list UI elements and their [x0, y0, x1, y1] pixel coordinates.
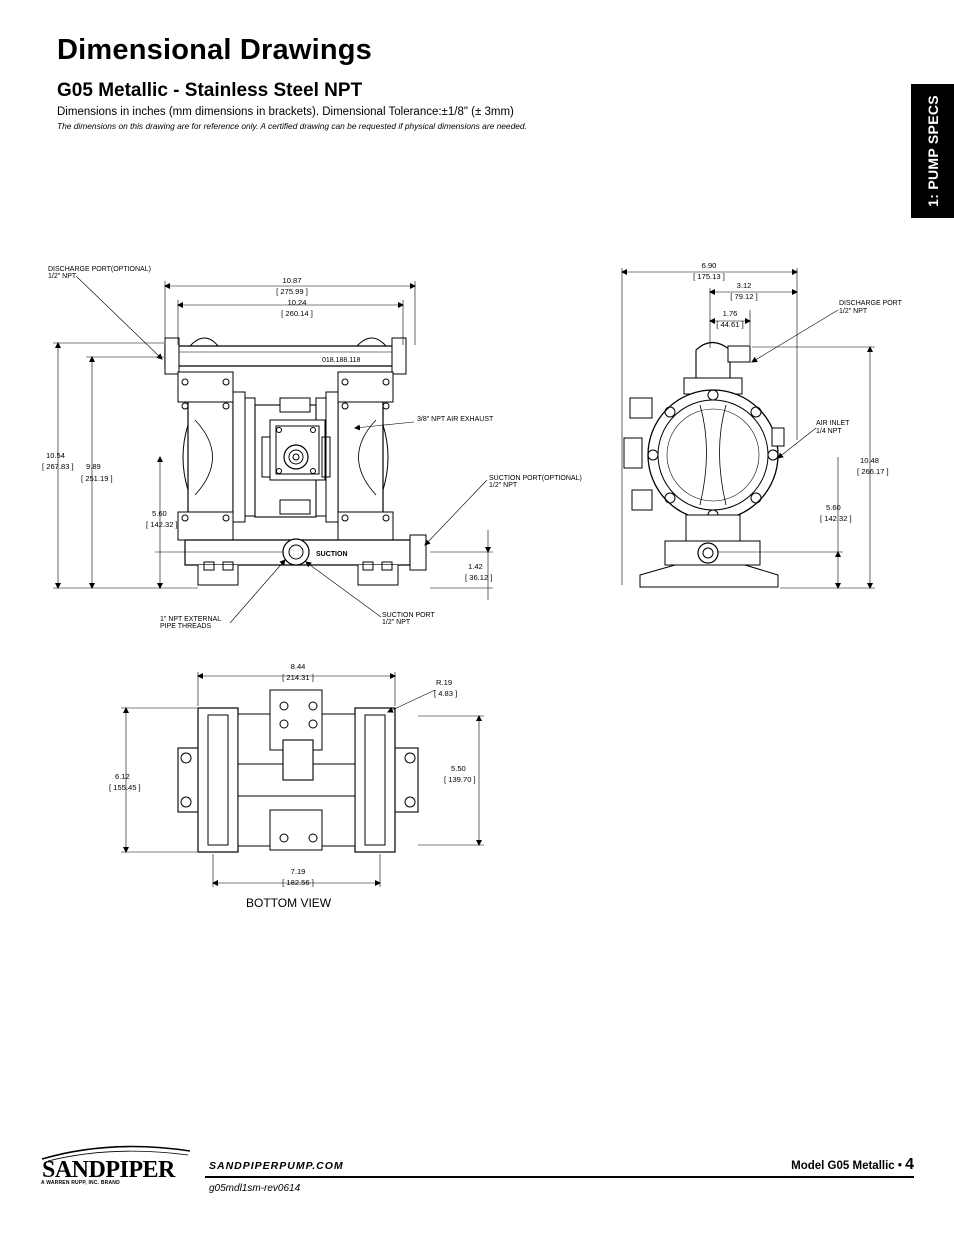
logo-tagline: A WARREN RUPP, INC. BRAND	[41, 1180, 120, 1186]
dim-side-height-mm: [ 266.17 ]	[857, 467, 889, 476]
page-title: Dimensional Drawings	[57, 34, 373, 66]
dim-port-width-in: 10.24	[287, 298, 306, 307]
external-threads-label-2: PIPE THREADS	[160, 623, 212, 630]
page-number: 4	[905, 1156, 914, 1173]
footer-divider	[205, 1176, 914, 1178]
side-view	[621, 268, 875, 589]
model-label: Model G05 Metallic •	[791, 1160, 902, 1172]
dim-half-depth-mm: [ 79.12 ]	[730, 292, 757, 301]
discharge-port-optional-label: DISCHARGE PORT(OPTIONAL)	[48, 266, 151, 273]
page-subtitle: G05 Metallic - Stainless Steel NPT	[57, 80, 363, 101]
dim-height-in: 10.54	[46, 451, 65, 460]
website-link[interactable]: SANDPIPERPUMP.COM	[209, 1160, 344, 1172]
dim-mount-depth-mm: [ 139.70 ]	[444, 775, 476, 784]
dim-port-width-mm: [ 260.14 ]	[281, 309, 313, 318]
bottom-view	[121, 672, 484, 887]
air-inlet-size: 1/4 NPT	[816, 428, 842, 435]
dim-port-offset-in: 1.76	[723, 309, 738, 318]
discharge-port-size: 1/2" NPT	[839, 308, 868, 315]
suction-port-optional-size: 1/2" NPT	[489, 482, 518, 489]
document-number: g05mdl1sm-rev0614	[209, 1183, 301, 1194]
dim-bottom-width-mm: [ 214.31 ]	[282, 673, 314, 682]
air-exhaust-label: 3/8" NPT AIR EXHAUST	[417, 416, 494, 423]
dim-overall-width-mm: [ 275.99 ]	[276, 287, 308, 296]
manifold-marking: 018.188.118	[322, 357, 361, 364]
dim-radius-in: R.19	[436, 678, 452, 687]
dim-suction-port-height-in: 1.42	[468, 562, 483, 571]
page-footer-model: Model G05 Metallic • 4	[791, 1156, 914, 1174]
dim-port-height-in: 9.89	[86, 462, 101, 471]
dim-radius-mm: [ 4.83 ]	[434, 689, 457, 698]
external-threads-label: 1" NPT EXTERNAL	[160, 616, 221, 623]
dim-suction-height-mm: [ 142.32 ]	[146, 520, 178, 529]
dim-port-offset-mm: [ 44.61 ]	[716, 320, 743, 329]
suction-port-label: SUCTION PORT	[382, 612, 435, 619]
dimension-note: Dimensions in inches (mm dimensions in b…	[57, 106, 514, 118]
dim-suction-port-height-mm: [ 36.12 ]	[465, 573, 492, 582]
dim-side-suction-height-mm: [ 142.32 ]	[820, 514, 852, 523]
logo-wordmark: SANDPIPER	[42, 1157, 176, 1183]
air-inlet-label: AIR INLET	[816, 420, 850, 427]
dim-suction-height-in: 5.60	[152, 509, 167, 518]
dim-overall-width-in: 10.87	[282, 276, 301, 285]
dim-mount-width-in: 7.19	[291, 867, 306, 876]
bottom-view-caption: BOTTOM VIEW	[246, 896, 332, 910]
dim-mount-depth-in: 5.50	[451, 764, 466, 773]
sandpiper-logo[interactable]: SANDPIPER	[40, 1143, 200, 1193]
dim-bottom-width-in: 8.44	[291, 662, 306, 671]
dim-bottom-depth-in: 6.12	[115, 772, 130, 781]
front-view	[53, 275, 493, 624]
discharge-port-optional-size: 1/2" NPT	[48, 273, 77, 280]
dim-bottom-depth-mm: [ 155.45 ]	[109, 783, 141, 792]
dim-height-mm: [ 267.83 ]	[42, 462, 74, 471]
dim-depth-in: 6.90	[702, 261, 717, 270]
discharge-port-label: DISCHARGE PORT	[839, 300, 903, 307]
dim-side-suction-height-in: 5.60	[826, 503, 841, 512]
reference-note: The dimensions on this drawing are for r…	[57, 121, 527, 131]
dim-mount-width-mm: [ 182.56 ]	[282, 878, 314, 887]
dim-port-height-mm: [ 251.19 ]	[81, 474, 113, 483]
suction-port-optional-label: SUCTION PORT(OPTIONAL)	[489, 475, 582, 482]
suction-port-size: 1/2" NPT	[382, 619, 411, 626]
dim-half-depth-in: 3.12	[737, 281, 752, 290]
suction-marking: SUCTION	[316, 551, 348, 558]
dim-side-height-in: 10.48	[860, 456, 879, 465]
dim-depth-mm: [ 175.13 ]	[693, 272, 725, 281]
section-tab[interactable]: 1: PUMP SPECS	[911, 84, 954, 218]
